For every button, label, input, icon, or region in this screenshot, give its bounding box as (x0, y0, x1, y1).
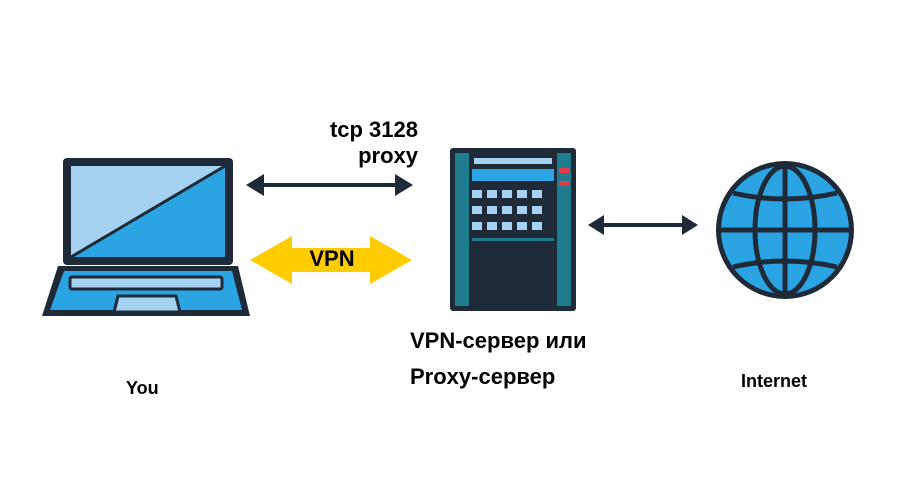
server-led-3 (559, 194, 569, 199)
server-side-right (557, 153, 571, 306)
server-key (502, 190, 512, 198)
globe-latitude-top (732, 190, 838, 202)
vpn-label: VPN (309, 246, 355, 271)
proxy-label: tcp 3128 proxy (300, 117, 418, 169)
server-key (487, 222, 497, 230)
vpn-arrow-shape (250, 236, 412, 284)
server-key (532, 222, 542, 230)
globe-icon (716, 161, 854, 299)
server-key (502, 222, 512, 230)
laptop-keyboard (68, 275, 224, 291)
server-key (532, 206, 542, 214)
vpn-connector-arrow (250, 236, 412, 284)
server-key (472, 222, 482, 230)
server-key (487, 206, 497, 214)
server-key (472, 206, 482, 214)
proxy-arrow-left-head (246, 174, 264, 196)
server-key (532, 190, 542, 198)
proxy-label-line1: tcp 3128 (329, 117, 418, 142)
laptop-touchpad (112, 294, 182, 314)
laptop-screen-divider (70, 164, 226, 259)
proxy-label-line2: proxy (358, 143, 418, 168)
server-label-line2: Proxy-сервер (410, 364, 556, 389)
server-led-2 (559, 181, 569, 186)
server-led-1 (559, 168, 569, 173)
proxy-connector-arrow (246, 174, 413, 196)
server-key (517, 222, 527, 230)
laptop-icon (42, 158, 250, 316)
server-top-strip (474, 158, 552, 164)
server-key (472, 190, 482, 198)
internet-arrow-right-head (682, 215, 698, 235)
server-key (487, 190, 497, 198)
server-display (472, 169, 554, 181)
server-key (517, 190, 527, 198)
server-label: VPN-сервер или Proxy-сервер (410, 323, 587, 395)
proxy-arrow-right-head (395, 174, 413, 196)
server-label-line1: VPN-сервер или (410, 328, 587, 353)
server-side-left (455, 153, 469, 306)
server-key (502, 206, 512, 214)
internet-arrow-left-head (588, 215, 604, 235)
server-key (517, 206, 527, 214)
globe-latitude-bottom (732, 258, 838, 270)
server-icon (450, 148, 576, 311)
globe-grid (721, 163, 849, 297)
internet-connector-arrow (588, 215, 698, 235)
you-label: You (126, 378, 159, 398)
server-keypad (472, 190, 542, 230)
internet-label: Internet (741, 371, 808, 391)
server-divider (472, 238, 554, 241)
